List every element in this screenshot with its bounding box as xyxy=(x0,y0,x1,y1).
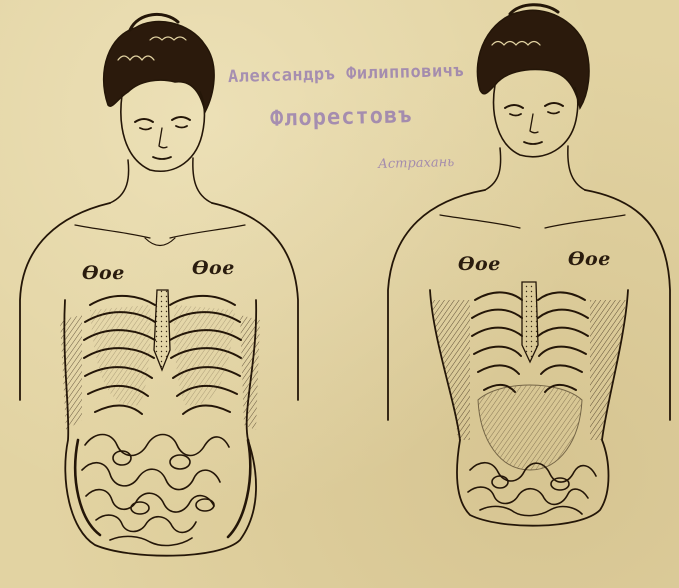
right-figure xyxy=(388,5,670,526)
left-intestines xyxy=(75,435,250,546)
stamp-city: Астрахань xyxy=(378,155,455,172)
right-figure-label-1: Ѳoe xyxy=(458,253,501,275)
right-figure-label-2: Ѳoe xyxy=(568,248,611,270)
left-figure-label-2: Ѳoe xyxy=(192,257,235,279)
stamp-surname: Флорестовъ xyxy=(270,103,413,132)
left-figure-label-1: Ѳoe xyxy=(82,262,125,284)
left-hair xyxy=(104,14,214,112)
left-figure xyxy=(20,14,298,555)
right-intestines xyxy=(468,463,596,516)
